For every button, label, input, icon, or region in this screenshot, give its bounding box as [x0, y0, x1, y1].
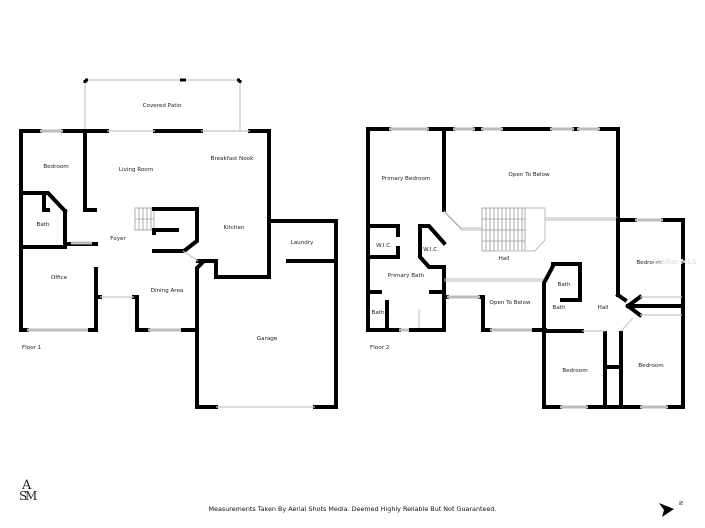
logo-letter-s: S	[19, 489, 28, 503]
room-label-laundry: Laundry	[290, 240, 314, 246]
room-label-bedroom: Bedroom	[636, 260, 662, 266]
room-label-bath: Bath	[36, 222, 50, 228]
room-label-hall: Hall	[498, 256, 510, 262]
floor-2-label: Floor 2	[370, 345, 390, 351]
north-arrow-icon: N	[656, 500, 686, 520]
logo-letter-m: M	[25, 489, 38, 503]
room-label-open-to-below: Open To Below	[489, 300, 531, 306]
room-label-office: Office	[50, 275, 68, 281]
logo-letter-a: A	[22, 478, 32, 493]
room-label-bath: Bath	[552, 305, 566, 311]
compass-letter: N	[676, 501, 683, 505]
mls-watermark: Stellar MLS	[652, 258, 698, 266]
room-label-hall: Hall	[597, 305, 609, 311]
room-label-bedroom: Bedroom	[43, 164, 69, 170]
stairs-floor-1	[134, 207, 199, 253]
room-label-bedroom: Bedroom	[638, 363, 664, 369]
room-label-bath: Bath	[371, 310, 385, 316]
room-label-garage: Garage	[256, 336, 278, 342]
room-label-w-i-c: W.I.C.	[423, 247, 439, 253]
room-label-open-to-below: Open To Below	[508, 172, 550, 178]
room-label-foyer: Foyer	[110, 236, 126, 242]
room-label-primary-bath: Primary Bath	[387, 273, 425, 279]
floor-1-label: Floor 1	[22, 345, 42, 351]
room-label-dining-area: Dining Area	[150, 288, 184, 294]
aerial-shots-media-logo: A S M	[17, 478, 41, 508]
floor-1-plan	[19, 78, 338, 409]
measurement-disclaimer: Measurements Taken By Aerial Shots Media…	[208, 505, 497, 513]
covered-patio-outline	[83, 78, 242, 131]
room-label-covered-patio: Covered Patio	[142, 103, 182, 109]
floor-2-plan	[366, 127, 685, 409]
room-label-bedroom: Bedroom	[562, 368, 588, 374]
room-label-living-room: Living Room	[118, 167, 154, 173]
stairs-floor-2	[481, 207, 618, 252]
room-label-kitchen: Kitchen	[223, 225, 245, 231]
room-label-bath: Bath	[557, 282, 571, 288]
room-label-primary-bedroom: Primary Bedroom	[381, 176, 431, 182]
room-label-breakfast-nook: Breakfast Nook	[210, 156, 254, 162]
room-label-w-i-c: W.I.C.	[376, 243, 392, 249]
